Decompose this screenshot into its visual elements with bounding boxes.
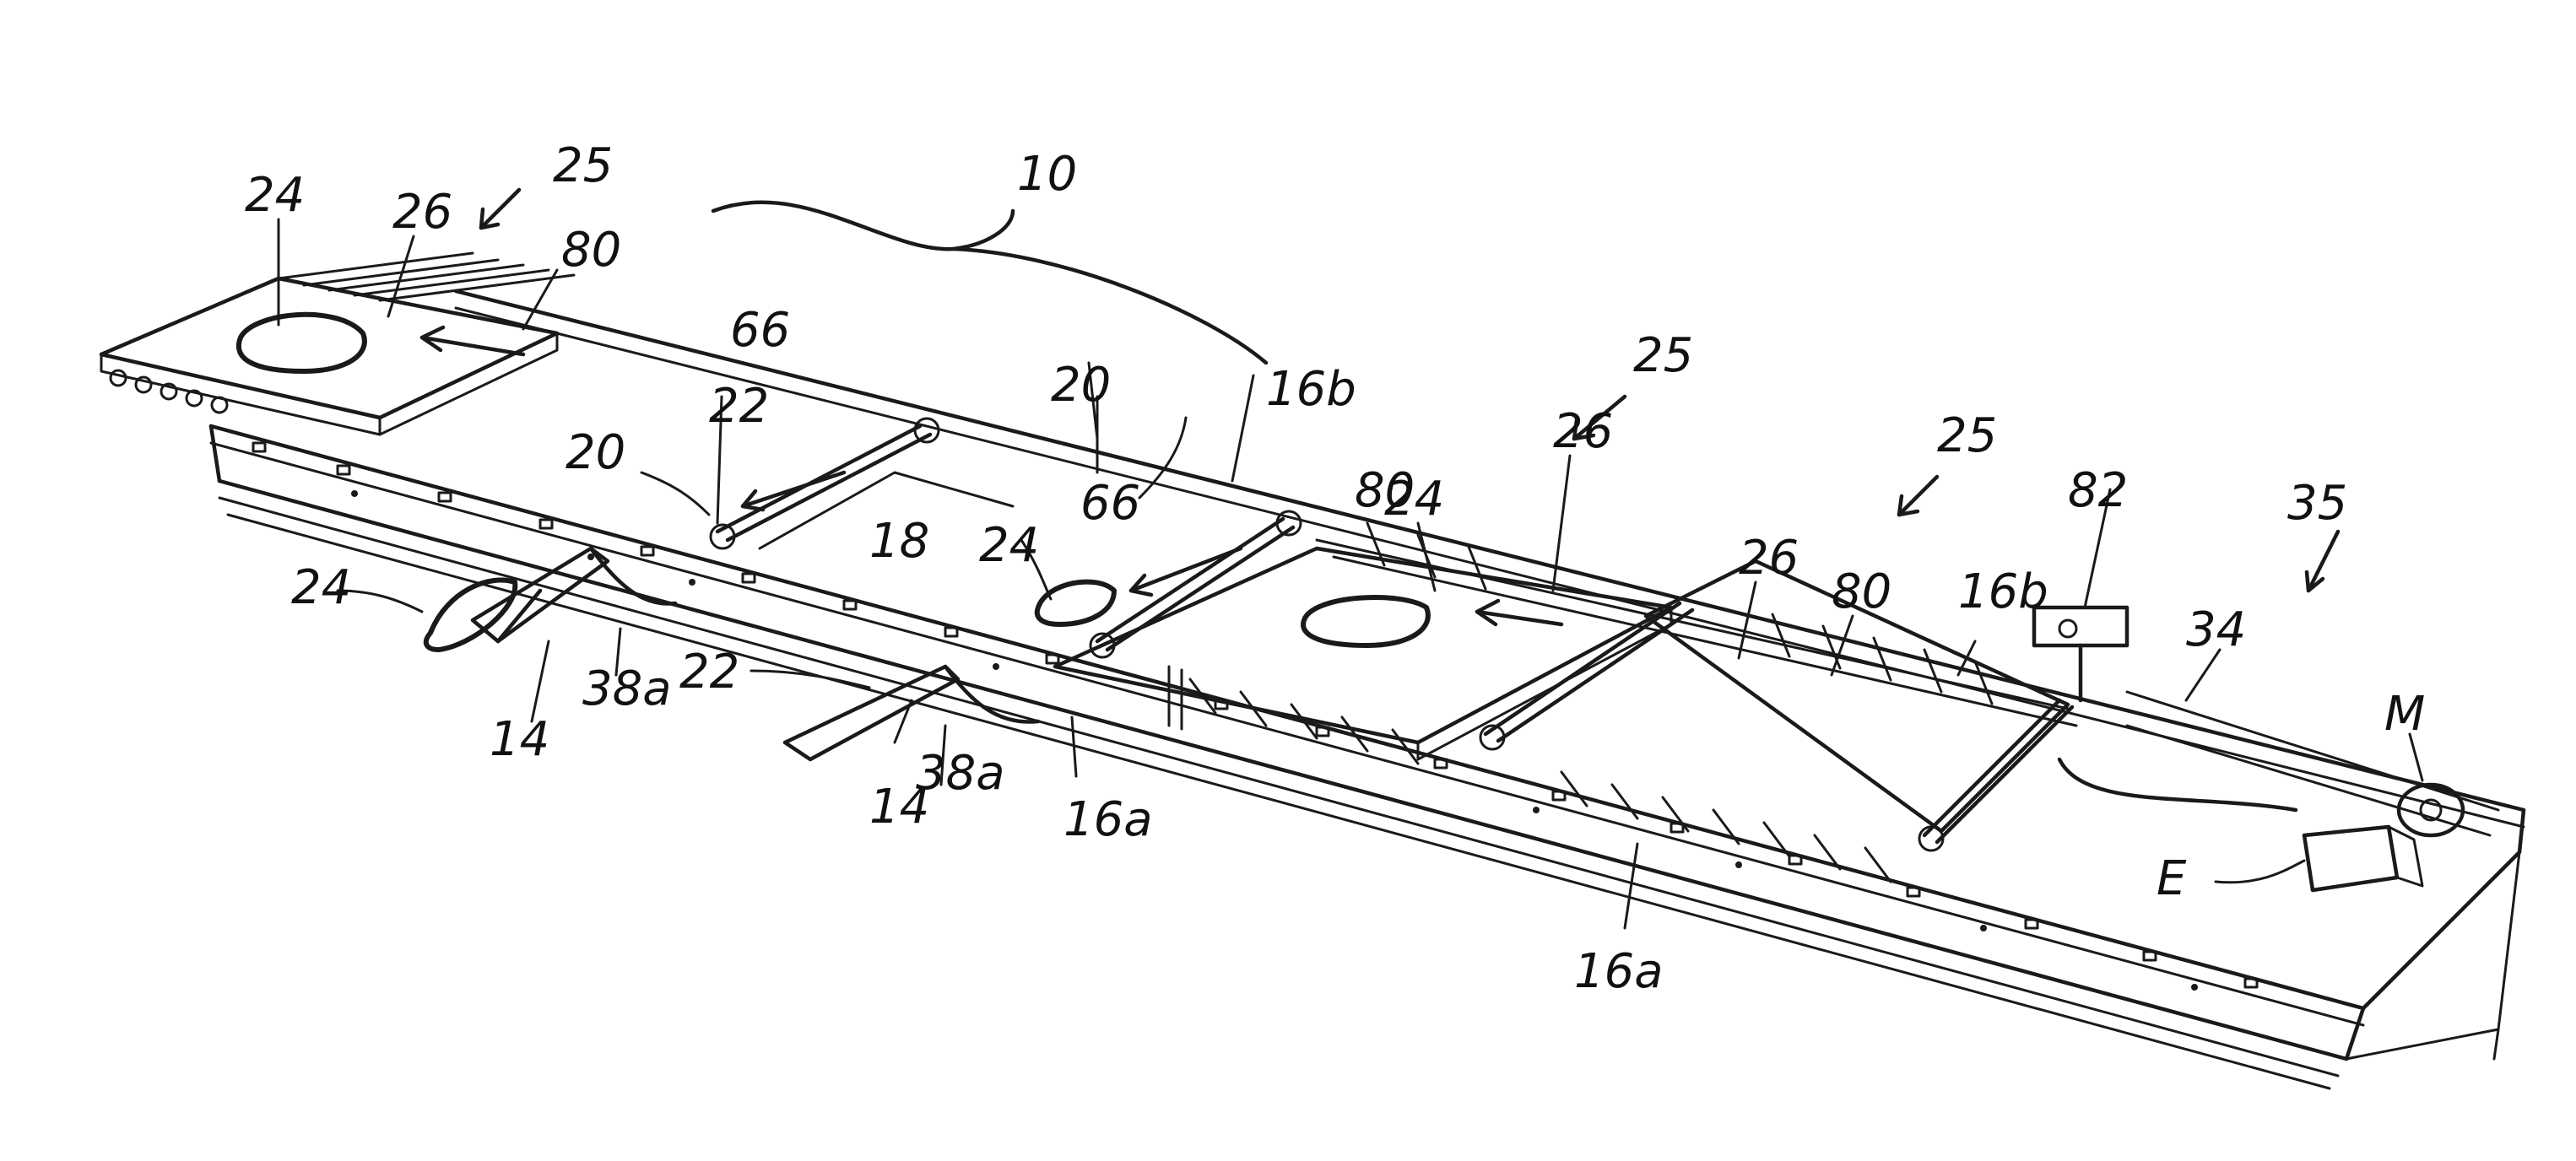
label-drive-section: 35	[2287, 476, 2347, 531]
label-bracket-b: 66	[1080, 476, 1140, 531]
label-bracket-a: 66	[730, 303, 790, 358]
label-support-a: 14	[490, 712, 549, 767]
label-rail-back-b: 16b	[1958, 564, 2048, 619]
label-article-bottom: 24	[291, 560, 351, 615]
label-article-left: 24	[245, 168, 305, 223]
label-leg-a: 38a	[582, 662, 672, 716]
label-roller-b: 20	[1051, 358, 1111, 413]
label-shaft-a: 22	[709, 379, 769, 434]
label-shaft-b: 22	[679, 645, 739, 699]
label-rail-front-a: 16a	[1063, 792, 1153, 847]
label-flow-left: 26	[392, 185, 452, 240]
label-leg-b: 38a	[916, 746, 1005, 801]
label-flow-right: 26	[1739, 531, 1799, 586]
conveyor-frame	[211, 291, 2524, 1088]
label-rail-front-b: 16a	[1574, 944, 1664, 999]
front-rollers	[1190, 679, 1891, 882]
label-flow-mid: 26	[1553, 404, 1613, 459]
label-belt-mid: 80	[1355, 463, 1415, 518]
drive-section	[2034, 608, 2498, 890]
label-motor: M	[2384, 687, 2425, 742]
label-rail-back-a: 16b	[1266, 362, 1356, 417]
label-electronics: E	[2157, 851, 2187, 906]
label-zone-right: 25	[1937, 408, 1997, 463]
rail-holes	[253, 443, 2257, 991]
infeed-belt-section	[101, 253, 574, 435]
label-drive-belt: 34	[2186, 602, 2246, 657]
label-conveyor-assembly: 10	[1017, 147, 1077, 202]
label-zone-mid: 25	[1633, 328, 1693, 383]
label-frame-cross: 18	[869, 514, 929, 569]
reference-labels: 10 25 25 25 24 24 24 24 26 26 26 80 80 8…	[245, 138, 2425, 999]
label-roller-a: 20	[566, 425, 625, 480]
label-belt-right: 80	[1832, 564, 1891, 619]
mid-belt-section	[1055, 548, 1692, 759]
label-sensor: 82	[2068, 463, 2128, 518]
label-article-mid-b: 24	[979, 518, 1039, 573]
label-belt-left: 80	[561, 223, 621, 278]
label-zone-left: 25	[553, 138, 613, 193]
